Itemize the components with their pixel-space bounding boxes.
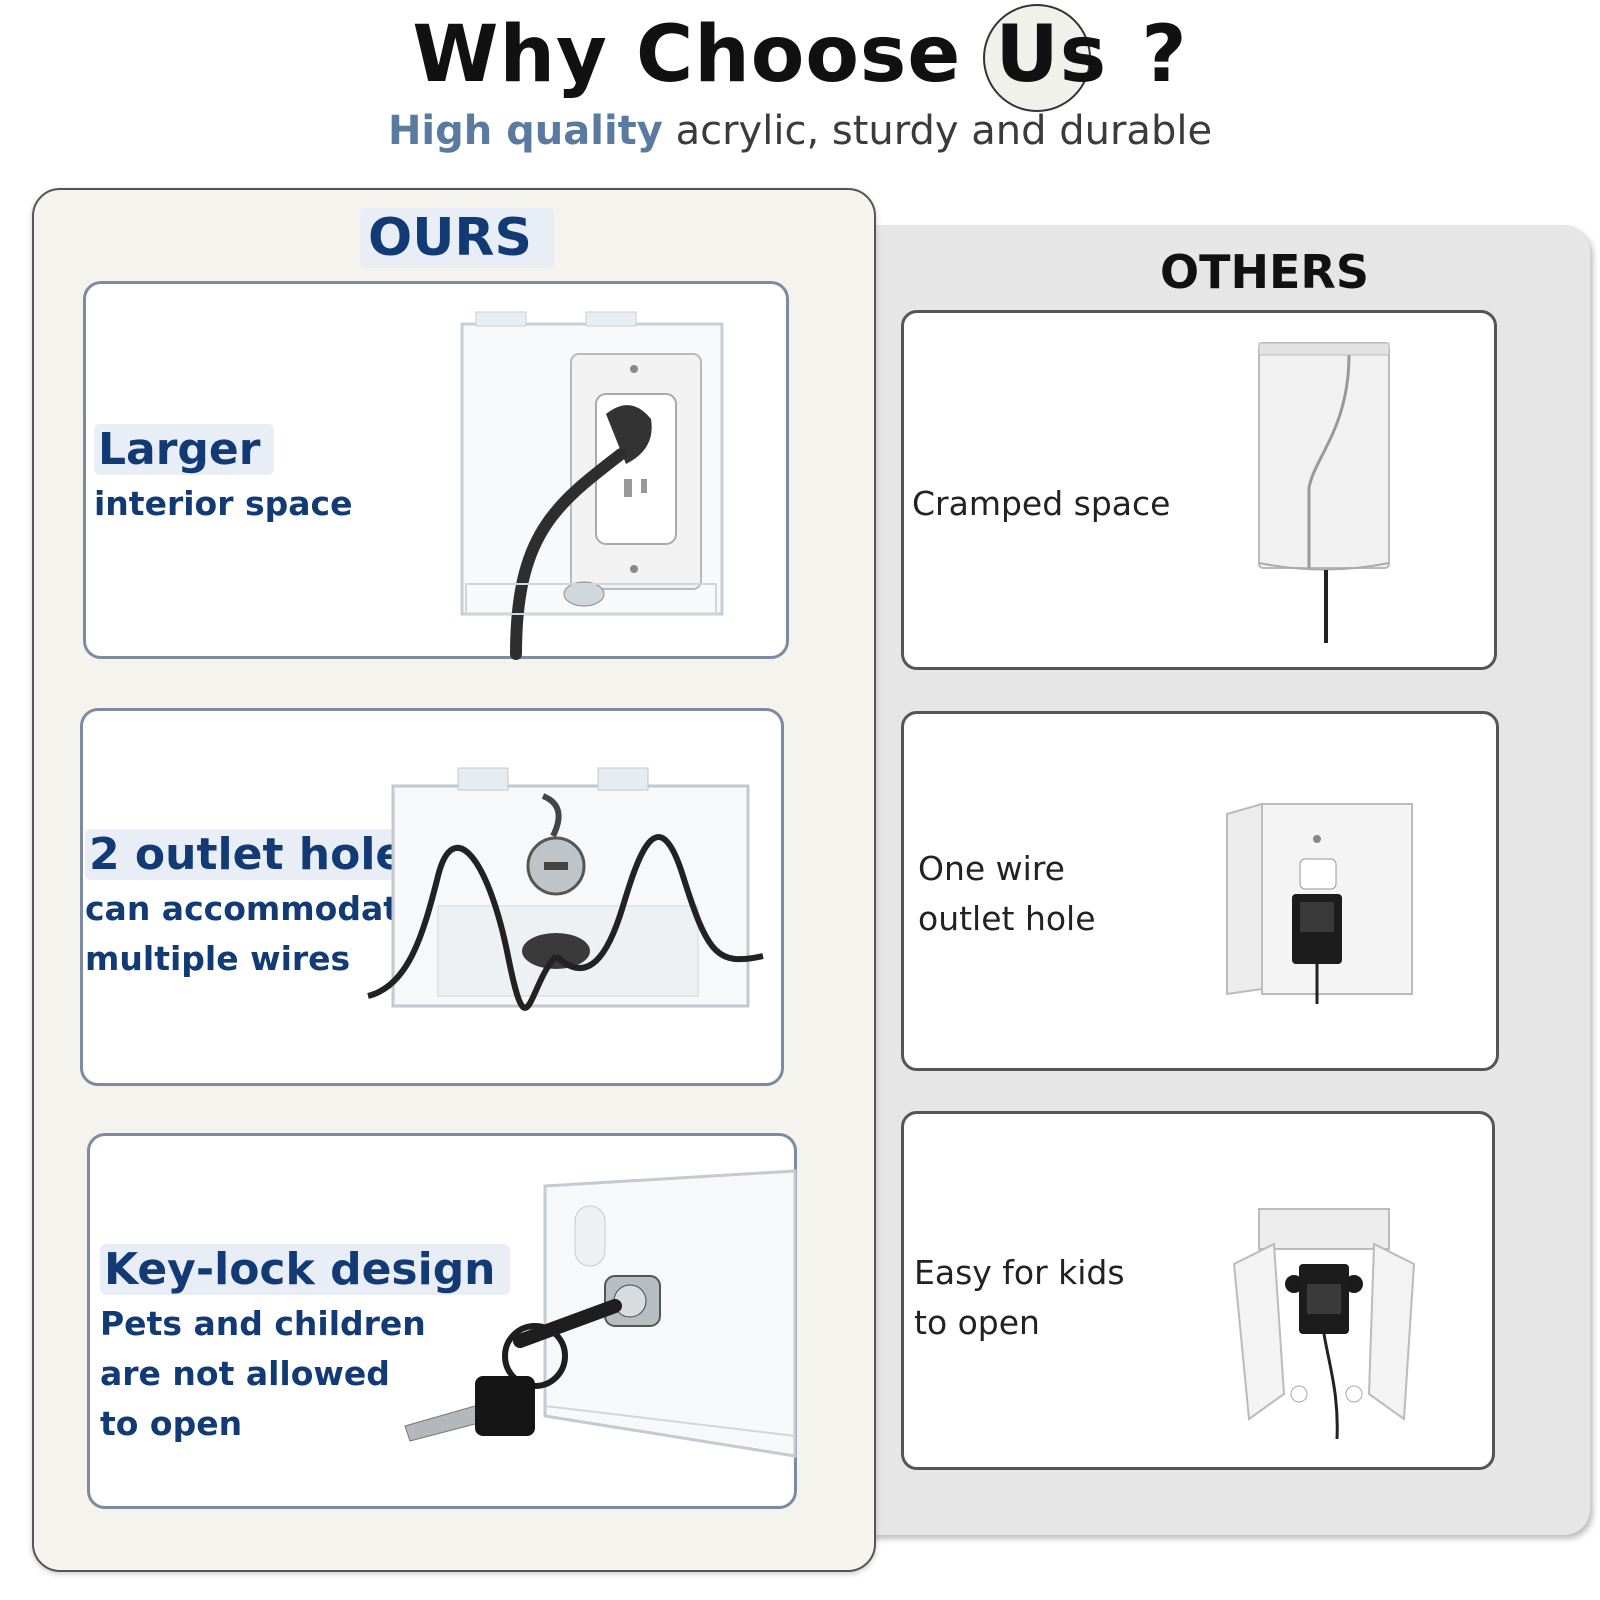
acrylic-box-outlet-image — [460, 311, 724, 660]
subtitle-rest: acrylic, sturdy and durable — [662, 108, 1213, 154]
others-card-line: outlet hole — [918, 899, 1096, 938]
others-card-cramped: Cramped space — [901, 310, 1497, 670]
ours-card-line: to open — [100, 1404, 243, 1443]
competitor-cover-closed-image — [1258, 342, 1390, 643]
page-title: Why Choose Us ? — [0, 4, 1600, 112]
ours-card-line: multiple wires — [85, 939, 351, 978]
others-heading: OTHERS — [1160, 245, 1369, 299]
others-card-line: One wire — [918, 849, 1065, 888]
ours-card-outlet-holes: 2 outlet holes can accommodate multiple … — [80, 708, 784, 1086]
others-card-one-hole: One wire outlet hole — [901, 711, 1499, 1071]
competitor-cover-open-image — [1226, 802, 1413, 1004]
ours-card-title: 2 outlet holes — [85, 829, 446, 880]
ours-card-line: Pets and children — [100, 1304, 426, 1343]
others-card-line: Easy for kids — [914, 1253, 1125, 1292]
acrylic-box-two-wires-image — [367, 767, 764, 1011]
ours-card-larger: Larger interior space — [83, 281, 789, 660]
ours-card-title: Larger — [94, 424, 275, 475]
page-subtitle: High quality acrylic, sturdy and durable — [0, 108, 1600, 154]
others-card-line: Cramped space — [912, 484, 1171, 523]
others-card-easy-open: Easy for kids to open — [901, 1111, 1495, 1470]
competitor-cover-flaps-open-image — [1232, 1208, 1416, 1440]
title-main: Why Choose — [412, 10, 990, 100]
ours-card-title: Key-lock design — [100, 1244, 510, 1295]
ours-heading: OURS — [360, 208, 554, 268]
title-us-highlight: Us — [983, 4, 1113, 112]
ours-card-key-lock: Key-lock design Pets and children are no… — [87, 1133, 797, 1509]
title-end: ? — [1113, 10, 1188, 100]
ours-card-line: are not allowed — [100, 1354, 390, 1393]
others-card-line: to open — [914, 1303, 1040, 1342]
ours-card-line: can accommodate — [85, 889, 422, 928]
key-lock-image — [404, 1169, 797, 1458]
ours-card-line: interior space — [94, 484, 353, 523]
subtitle-highlight: High quality — [387, 108, 663, 154]
